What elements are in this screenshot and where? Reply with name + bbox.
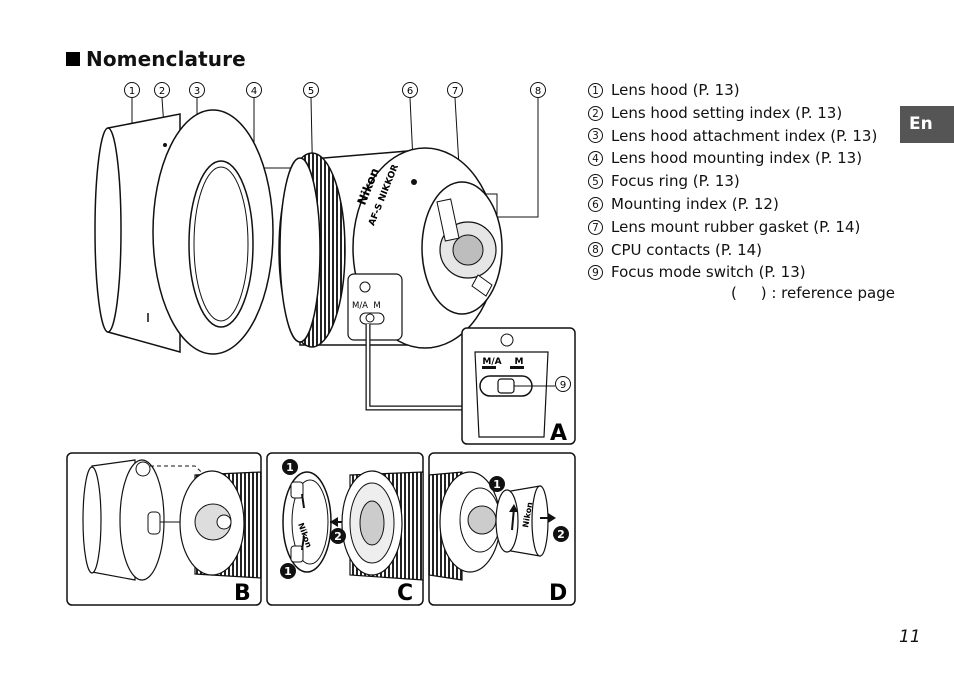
cap-d-brand: Nikon bbox=[521, 501, 534, 528]
svg-text:7: 7 bbox=[452, 86, 458, 97]
panel-a-ma-label: M/A bbox=[482, 357, 501, 367]
svg-text:4: 4 bbox=[251, 86, 257, 97]
panel-d-letter: D bbox=[549, 581, 567, 606]
callout-4: 4 bbox=[246, 82, 262, 98]
svg-text:5: 5 bbox=[308, 86, 314, 97]
panel-c-letter: C bbox=[397, 581, 413, 606]
callout-7: 7 bbox=[447, 82, 463, 98]
lens-body-illustration: Nikon AF-S NIKKOR M/A M bbox=[278, 147, 503, 349]
heading-text: Nomenclature bbox=[86, 47, 246, 71]
svg-text:9: 9 bbox=[560, 380, 566, 391]
callout-3: 3 bbox=[189, 82, 205, 98]
callout-6: 6 bbox=[402, 82, 418, 98]
svg-text:1: 1 bbox=[286, 461, 294, 474]
svg-text:8: 8 bbox=[535, 86, 541, 97]
section-heading: Nomenclature bbox=[66, 47, 246, 71]
svg-text:6: 6 bbox=[407, 86, 413, 97]
panel-b-hood-attachment: B bbox=[66, 452, 262, 606]
svg-text:1: 1 bbox=[284, 565, 292, 578]
panel-d-rear-cap: Nikon 1 2 D bbox=[428, 452, 576, 606]
svg-text:2: 2 bbox=[557, 528, 565, 541]
svg-text:2: 2 bbox=[159, 86, 165, 97]
callout-5: 5 bbox=[303, 82, 319, 98]
callout-1: 1 bbox=[124, 82, 140, 98]
panel-c-front-cap: Nikon 1 1 2 C bbox=[266, 452, 424, 606]
callout-8: 8 bbox=[530, 82, 546, 98]
panel-a-letter: A bbox=[550, 421, 567, 446]
heading-square-icon bbox=[66, 52, 80, 66]
callout-2: 2 bbox=[154, 82, 170, 98]
svg-text:3: 3 bbox=[194, 86, 200, 97]
language-tab: En bbox=[900, 106, 954, 143]
lens-hood-illustration bbox=[94, 109, 274, 355]
body-switch-ma-label: M/A bbox=[352, 301, 368, 311]
page-number: 11 bbox=[899, 627, 921, 647]
svg-text:2: 2 bbox=[334, 530, 342, 543]
callout-9 bbox=[555, 376, 571, 392]
svg-text:1: 1 bbox=[493, 478, 501, 491]
panel-a-focus-mode-switch: M/A M 9 A bbox=[461, 327, 576, 446]
panel-b-letter: B bbox=[234, 581, 251, 606]
body-switch-m-label: M bbox=[373, 301, 380, 311]
svg-text:1: 1 bbox=[129, 86, 135, 97]
panel-a-m-label: M bbox=[515, 357, 524, 367]
reference-note: ( ) : reference page bbox=[731, 284, 895, 302]
